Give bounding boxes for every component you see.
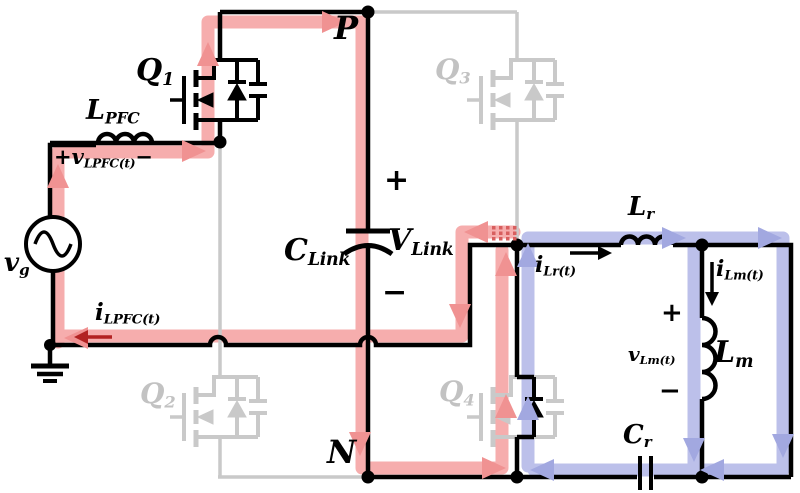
node-n <box>361 470 375 484</box>
label-vlink: VLink <box>388 223 454 260</box>
node-p <box>361 5 375 19</box>
wire-return-rail <box>47 242 517 348</box>
ilpfc-arrow <box>74 330 112 344</box>
label-node-n: N <box>327 433 357 471</box>
label-q3: Q3 <box>435 53 471 88</box>
mosfet-q4 <box>467 377 564 447</box>
active-circuit <box>24 5 794 490</box>
label-vlm: vLm(t) <box>628 342 676 368</box>
ac-source-vg <box>24 142 96 345</box>
capacitor-cr <box>638 456 653 490</box>
label-vlink-minus: − <box>382 275 408 310</box>
label-q2: Q2 <box>140 377 176 412</box>
mosfet-q3 <box>467 60 564 130</box>
sine-wave-icon <box>33 230 73 258</box>
label-lr: Lr <box>628 192 654 224</box>
llc-flow-arrows <box>517 227 794 481</box>
body-diode-q4 <box>514 245 545 477</box>
label-ilpfc: iLPFC(t) <box>95 299 161 328</box>
label-vg: vg <box>4 248 30 280</box>
wire-tank <box>517 242 794 477</box>
label-node-p: P <box>334 9 359 47</box>
label-q1: Q1 <box>136 53 174 90</box>
label-vlpfc: +vLPFC(t)− <box>54 144 153 171</box>
label-q4: Q4 <box>439 375 475 410</box>
label-lm: Lm <box>714 335 754 372</box>
mosfet-q2 <box>170 377 267 447</box>
label-clink: CLink <box>284 233 351 270</box>
inductor-lpfc <box>50 131 220 146</box>
label-vlm-plus: + <box>661 298 683 328</box>
ilm-arrow <box>705 262 719 306</box>
inactive-circuit <box>170 10 564 479</box>
label-lpfc: LPFC <box>86 95 140 128</box>
label-cr: Cr <box>623 420 652 452</box>
ilr-arrow <box>570 246 612 260</box>
capacitor-clink <box>342 228 394 257</box>
label-ilr: iLr(t) <box>535 252 576 280</box>
junction-nodes <box>44 5 709 484</box>
label-ilm: iLm(t) <box>716 256 764 284</box>
label-vlm-minus: − <box>659 376 681 406</box>
mosfet-q1 <box>170 12 267 142</box>
label-vlink-plus: + <box>384 163 410 198</box>
merge-dots <box>492 226 517 241</box>
